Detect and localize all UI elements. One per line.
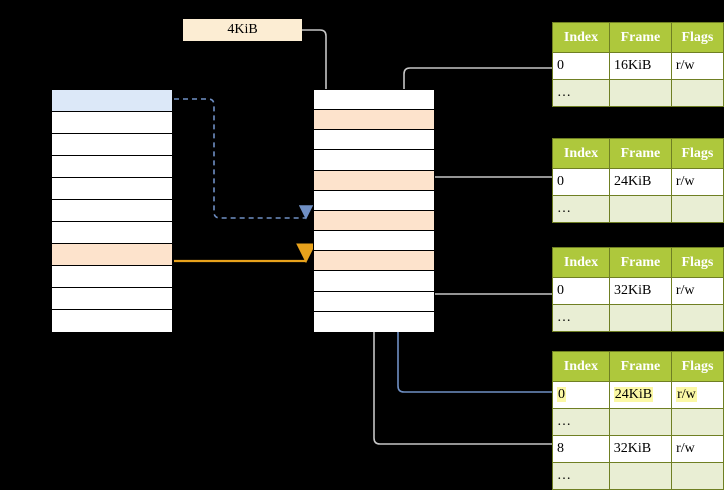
column-header-index: Index xyxy=(552,22,610,53)
highlighted-value: 24KiB xyxy=(613,387,654,402)
memory-row xyxy=(314,291,434,312)
cell-frame: 16KiB xyxy=(608,52,672,80)
cell-flags: r/w xyxy=(671,435,724,463)
memory-row xyxy=(52,200,172,222)
cell-flags: r/w xyxy=(671,381,724,409)
highlighted-value: 0 xyxy=(557,387,566,402)
memory-row xyxy=(52,90,172,112)
column-header-frame: Frame xyxy=(608,138,672,169)
memory-row xyxy=(52,288,172,310)
cell-frame xyxy=(608,408,673,436)
cell-index: 0 xyxy=(552,168,610,196)
table-row: … xyxy=(552,408,724,436)
cell-index: 0 xyxy=(552,381,610,409)
highlighted-value: r/w xyxy=(676,387,697,402)
table-row: … xyxy=(552,462,724,490)
memory-row xyxy=(314,170,434,191)
memory-row xyxy=(314,190,434,211)
cell-frame: 24KiB xyxy=(608,168,672,196)
memory-row xyxy=(52,244,172,266)
cell-frame xyxy=(608,79,672,107)
cell-frame xyxy=(608,304,672,332)
cell-frame: 32KiB xyxy=(608,435,673,463)
memory-row xyxy=(52,266,172,288)
memory-row xyxy=(314,110,434,131)
cell-frame: 32KiB xyxy=(608,277,672,305)
cell-frame: 24KiB xyxy=(608,381,673,409)
left-memory-table xyxy=(51,89,173,332)
cell-flags xyxy=(671,408,724,436)
cell-flags: r/w xyxy=(670,277,724,305)
cell-index: … xyxy=(552,408,610,436)
cell-index: 8 xyxy=(552,435,610,463)
column-header-index: Index xyxy=(552,138,610,169)
memory-row xyxy=(52,222,172,244)
table-row: 0 24KiB r/w xyxy=(552,381,724,409)
memory-row xyxy=(52,134,172,156)
column-header-frame: Frame xyxy=(608,22,672,53)
cell-flags xyxy=(671,462,724,490)
cell-index: 0 xyxy=(552,277,610,305)
cell-frame xyxy=(608,195,672,223)
memory-row xyxy=(314,150,434,171)
column-header-flags: Flags xyxy=(670,22,724,53)
cell-frame xyxy=(608,462,673,490)
table-row: … xyxy=(552,304,724,332)
table-row: … xyxy=(552,79,724,107)
memory-row xyxy=(52,178,172,200)
memory-row xyxy=(314,231,434,252)
cell-index: … xyxy=(552,79,610,107)
table-row: … xyxy=(552,195,724,223)
middle-memory-table xyxy=(313,89,435,332)
cell-index: … xyxy=(552,195,610,223)
cell-index: … xyxy=(552,304,610,332)
column-header-flags: Flags xyxy=(670,138,724,169)
cell-index: … xyxy=(552,462,610,490)
cell-flags: r/w xyxy=(670,52,724,80)
memory-row xyxy=(314,130,434,151)
memory-row xyxy=(314,90,434,111)
column-header-flags: Flags xyxy=(670,247,724,278)
memory-row xyxy=(52,310,172,332)
memory-row xyxy=(314,251,434,272)
memory-row xyxy=(52,156,172,178)
size-label-4kib: 4KiB xyxy=(183,19,302,41)
column-header-index: Index xyxy=(552,351,610,382)
memory-row xyxy=(314,311,434,332)
cell-flags xyxy=(670,79,724,107)
cell-index: 0 xyxy=(552,52,610,80)
memory-row xyxy=(52,112,172,134)
column-header-index: Index xyxy=(552,247,610,278)
wire-virtual-to-physical xyxy=(174,98,314,220)
column-header-frame: Frame xyxy=(608,351,673,382)
cell-flags xyxy=(670,195,724,223)
memory-row xyxy=(314,271,434,292)
cell-flags xyxy=(670,304,724,332)
cell-flags: r/w xyxy=(670,168,724,196)
memory-row xyxy=(314,210,434,232)
column-header-flags: Flags xyxy=(671,351,724,382)
column-header-frame: Frame xyxy=(608,247,672,278)
